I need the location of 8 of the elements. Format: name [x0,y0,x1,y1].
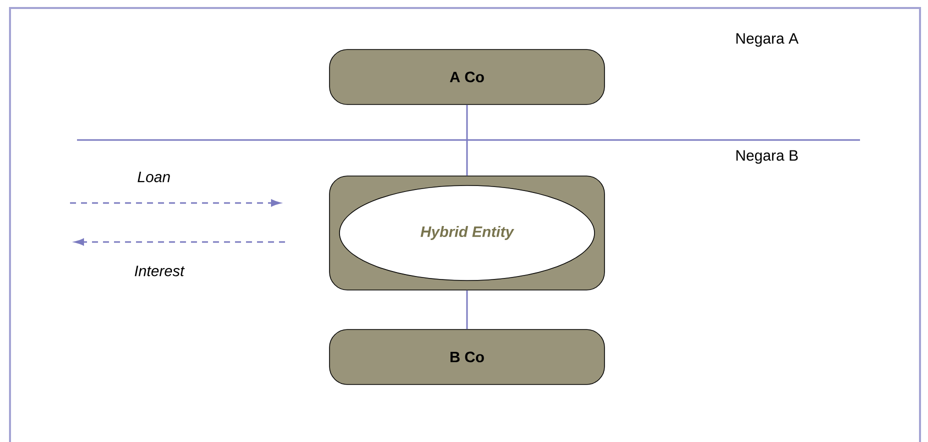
label: Interest [134,266,185,276]
label: Loan [138,172,170,182]
label: Negara B [736,150,798,164]
label: Negara A [736,33,799,47]
connector-line [466,104,468,176]
rounded-box: B Co [329,329,605,385]
connector-line [466,290,468,330]
rounded-box: A Co [329,49,605,105]
